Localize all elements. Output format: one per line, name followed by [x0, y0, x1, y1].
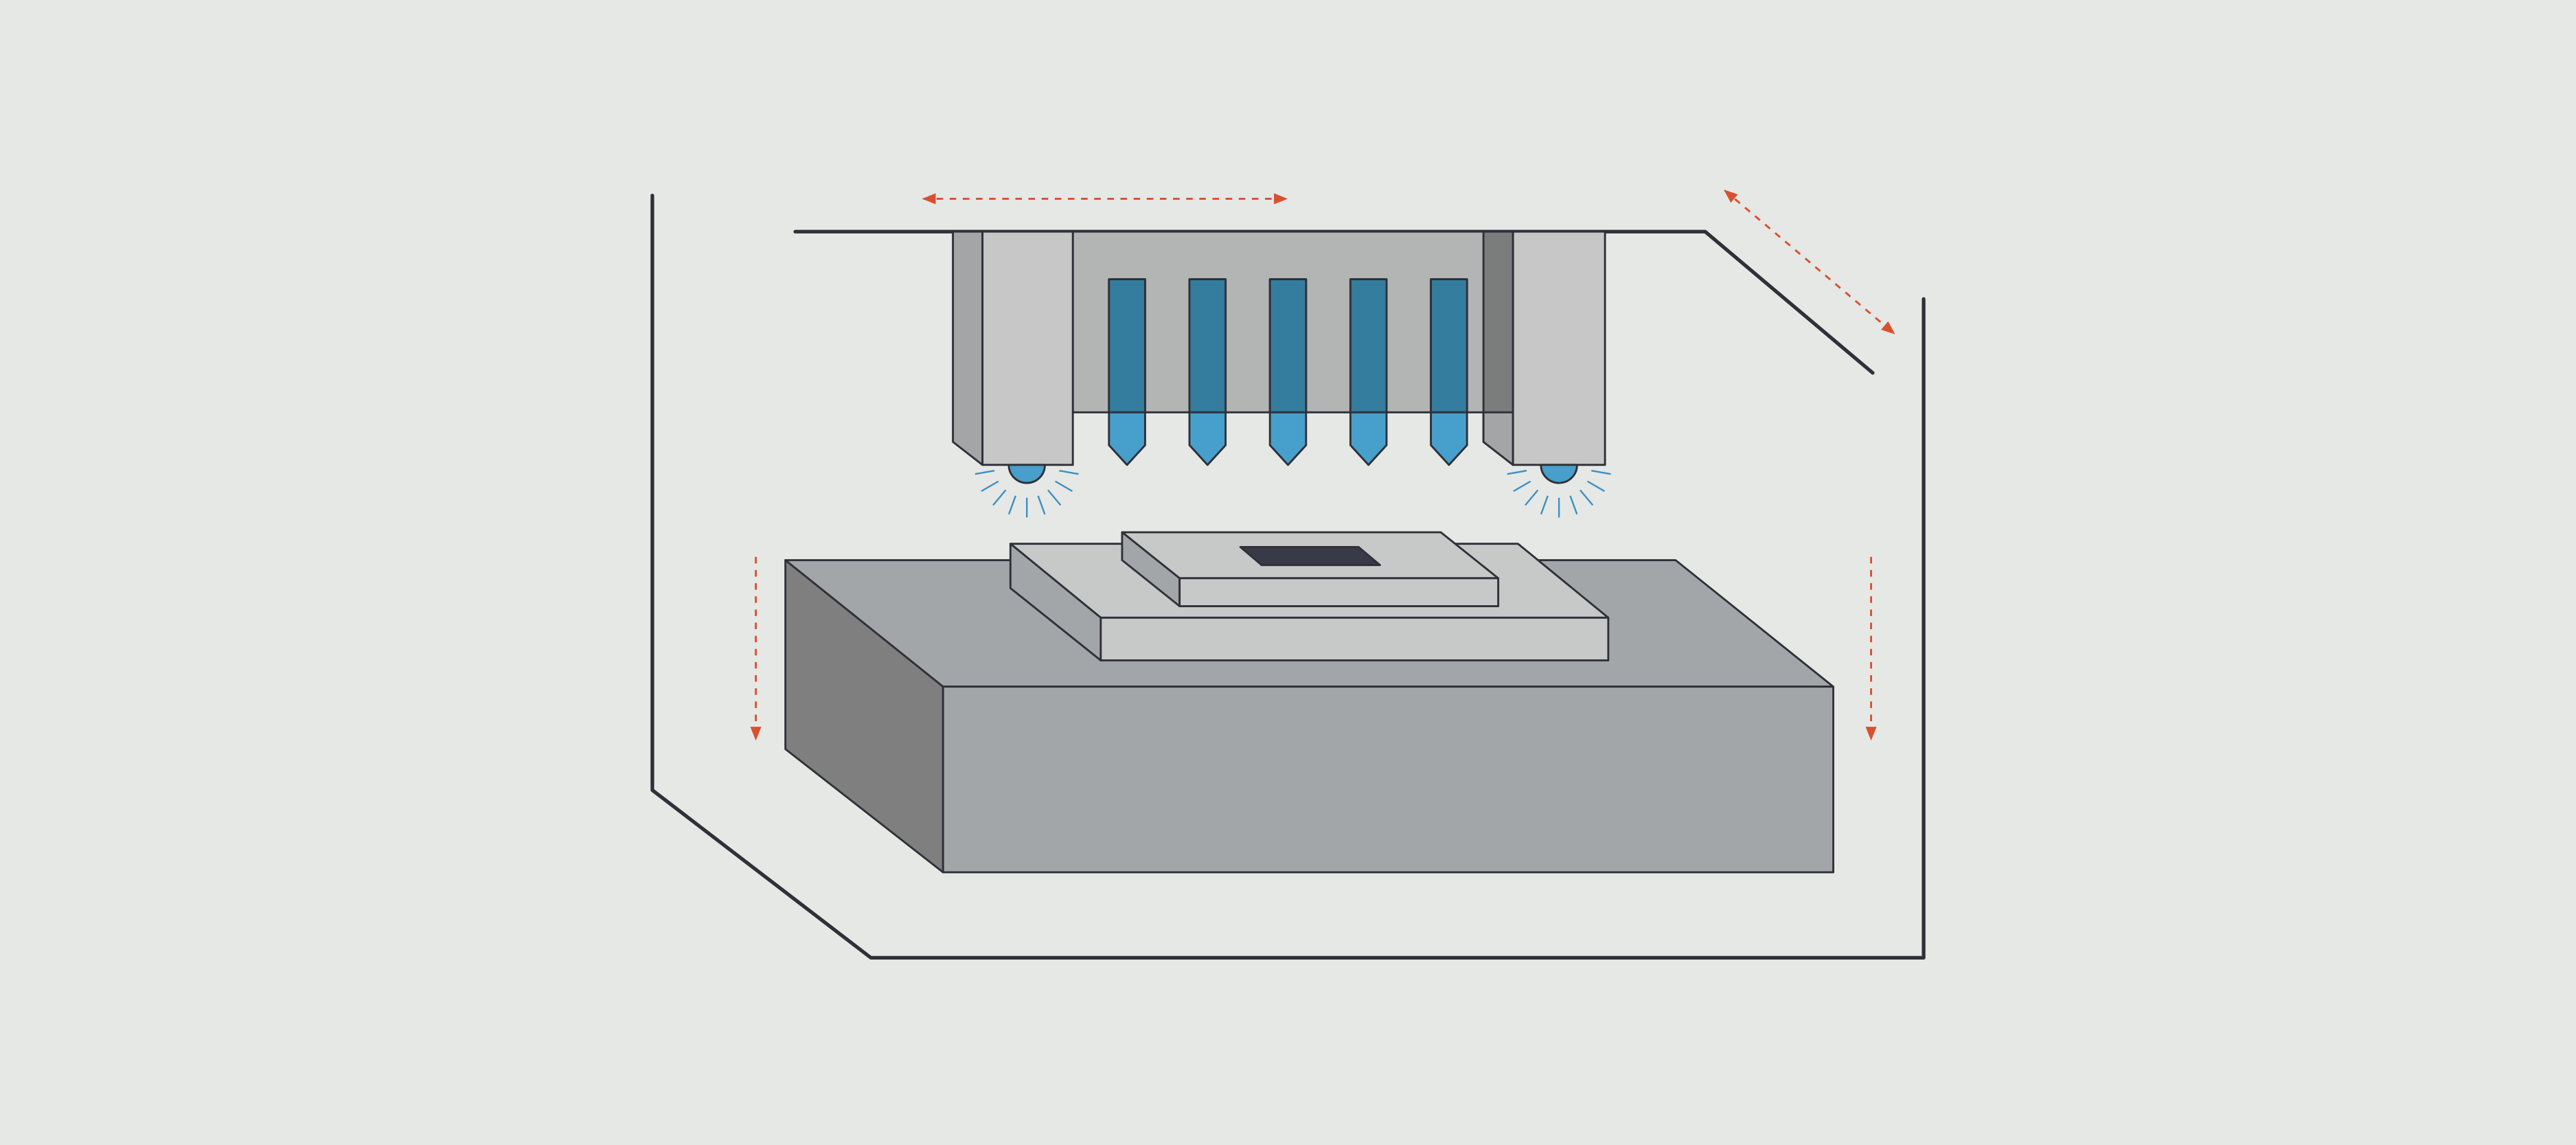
nozzle: [1268, 278, 1308, 466]
uv-ray-left: [1059, 469, 1079, 475]
right-block-front: [1512, 230, 1606, 466]
uv-ray-left: [1037, 495, 1046, 515]
left-block-side: [952, 230, 984, 466]
uv-ray-right: [1569, 495, 1578, 515]
uv-ray-left: [1055, 480, 1073, 492]
nozzle: [1349, 278, 1388, 466]
layer-2-front: [1178, 577, 1500, 607]
nozzle-body: [1268, 278, 1308, 413]
enclosure-frame: [650, 193, 1926, 960]
nozzle-body: [1108, 278, 1146, 413]
uv-ray-left: [1007, 495, 1016, 515]
uv-ray-right: [1579, 489, 1594, 506]
uv-ray-left: [992, 489, 1007, 506]
nozzle: [1108, 278, 1146, 466]
uv-ray-right: [1513, 480, 1531, 492]
uv-lamp-left: [1007, 464, 1046, 484]
uv-ray-right: [1525, 489, 1539, 506]
nozzle-body: [1349, 278, 1388, 413]
left-block-front: [981, 230, 1074, 466]
nozzle-body: [1430, 278, 1468, 413]
uv-ray-right: [1540, 495, 1549, 515]
printed-part: [1009, 531, 1610, 661]
nozzle: [1188, 278, 1227, 466]
platform-front: [942, 685, 1834, 874]
part-slot: [1239, 545, 1381, 567]
uv-ray-left: [981, 480, 999, 492]
uv-ray-right: [1507, 469, 1527, 475]
nozzle: [1430, 278, 1468, 466]
depth-motion-arrow: [1724, 190, 1895, 335]
layer-1-front: [1099, 616, 1610, 661]
print-head: [952, 230, 1606, 484]
uv-ray-left: [974, 469, 995, 475]
uv-ray-right: [1591, 469, 1611, 475]
nozzle-body: [1188, 278, 1227, 413]
uv-ray-left: [1047, 489, 1062, 506]
uv-lamp-right: [1540, 464, 1578, 484]
uv-ray-right: [1586, 480, 1606, 492]
